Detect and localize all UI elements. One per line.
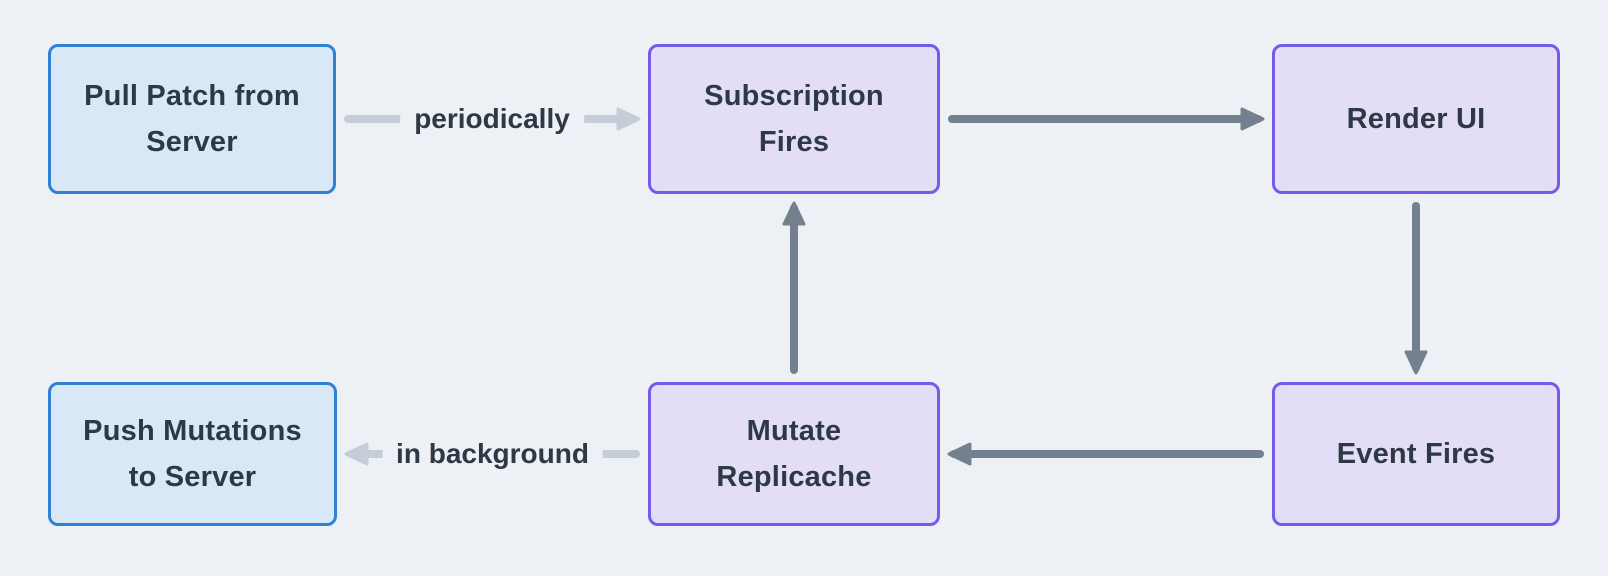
node-mutate-replicache: Mutate Replicache	[648, 382, 940, 526]
node-mutate-replicache-label: Mutate Replicache	[716, 414, 872, 493]
node-subscription-fires-label: Subscription Fires	[704, 79, 884, 158]
node-render-ui-label: Render UI	[1346, 102, 1486, 135]
edge-label-in-background: in background	[382, 436, 603, 472]
edge-label-periodically: periodically	[400, 101, 584, 137]
node-event-fires: Event Fires	[1272, 382, 1560, 526]
node-pull-patch-label: Pull Patch from Server	[84, 79, 300, 158]
node-subscription-fires: Subscription Fires	[648, 44, 940, 194]
node-push-mutations-label: Push Mutations to Server	[83, 414, 302, 493]
node-event-fires-label: Event Fires	[1336, 437, 1496, 470]
node-push-mutations-to-server: Push Mutations to Server	[48, 382, 337, 526]
node-render-ui: Render UI	[1272, 44, 1560, 194]
node-pull-patch-from-server: Pull Patch from Server	[48, 44, 336, 194]
